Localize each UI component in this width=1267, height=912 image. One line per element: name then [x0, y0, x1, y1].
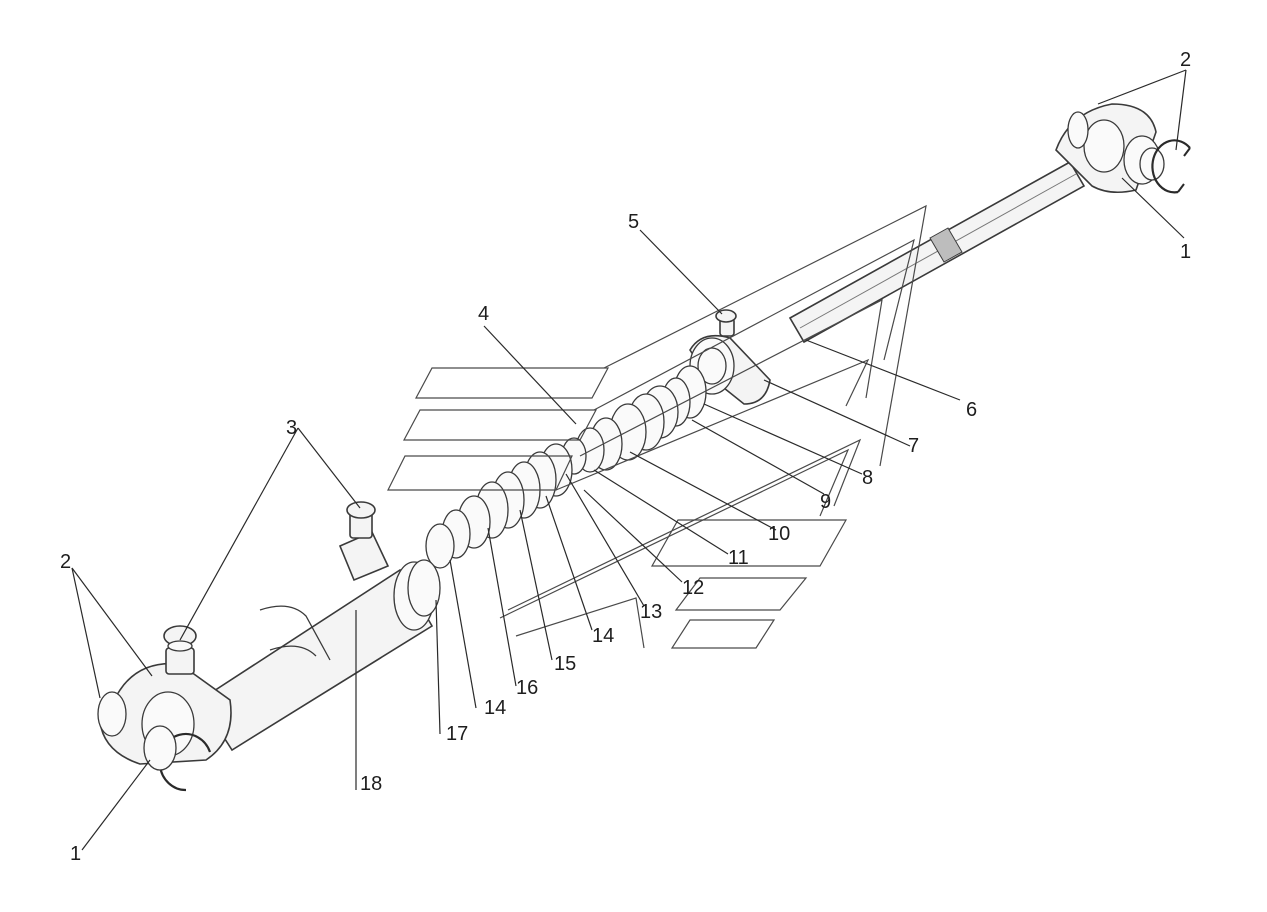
- callout-3: 3: [286, 417, 297, 439]
- retaining-ring-left: [143, 725, 212, 792]
- callout-1-left: 1: [70, 843, 81, 865]
- callout-16: 16: [516, 677, 538, 699]
- callout-11: 11: [728, 547, 749, 569]
- cap-end-left: [97, 625, 232, 765]
- gland-rings: [609, 365, 707, 461]
- callout-2-right: 2: [1180, 49, 1191, 71]
- callout-13: 13: [640, 601, 662, 623]
- callout-2-left: 2: [60, 551, 71, 573]
- callout-9: 9: [820, 491, 831, 513]
- callout-4: 4: [478, 303, 489, 325]
- callout-14-b: 14: [484, 697, 506, 719]
- callout-7: 7: [908, 435, 919, 457]
- callout-18: 18: [360, 773, 382, 795]
- retaining-ring-right: [1151, 139, 1191, 194]
- callout-17: 17: [446, 723, 468, 745]
- rod-end-eye-right: [1055, 103, 1165, 194]
- barrel-port-fitting: [338, 501, 390, 582]
- gland-body: [689, 309, 771, 405]
- piston-rod: [788, 160, 1086, 344]
- callout-6: 6: [966, 399, 977, 421]
- callout-5: 5: [628, 211, 639, 233]
- callout-12: 12: [682, 577, 704, 599]
- piston-stack: [425, 417, 623, 569]
- callout-numbers: 2 1 5 4 6 7 8 9 10 11 12 13 14 15 16 14 …: [60, 49, 1191, 865]
- callout-14-a: 14: [592, 625, 614, 647]
- cylinder-barrel: [198, 559, 441, 752]
- leader-lines: [71, 69, 1187, 851]
- callout-10: 10: [768, 523, 790, 545]
- callout-8: 8: [862, 467, 873, 489]
- callout-15: 15: [554, 653, 576, 675]
- callout-1-right: 1: [1180, 241, 1191, 263]
